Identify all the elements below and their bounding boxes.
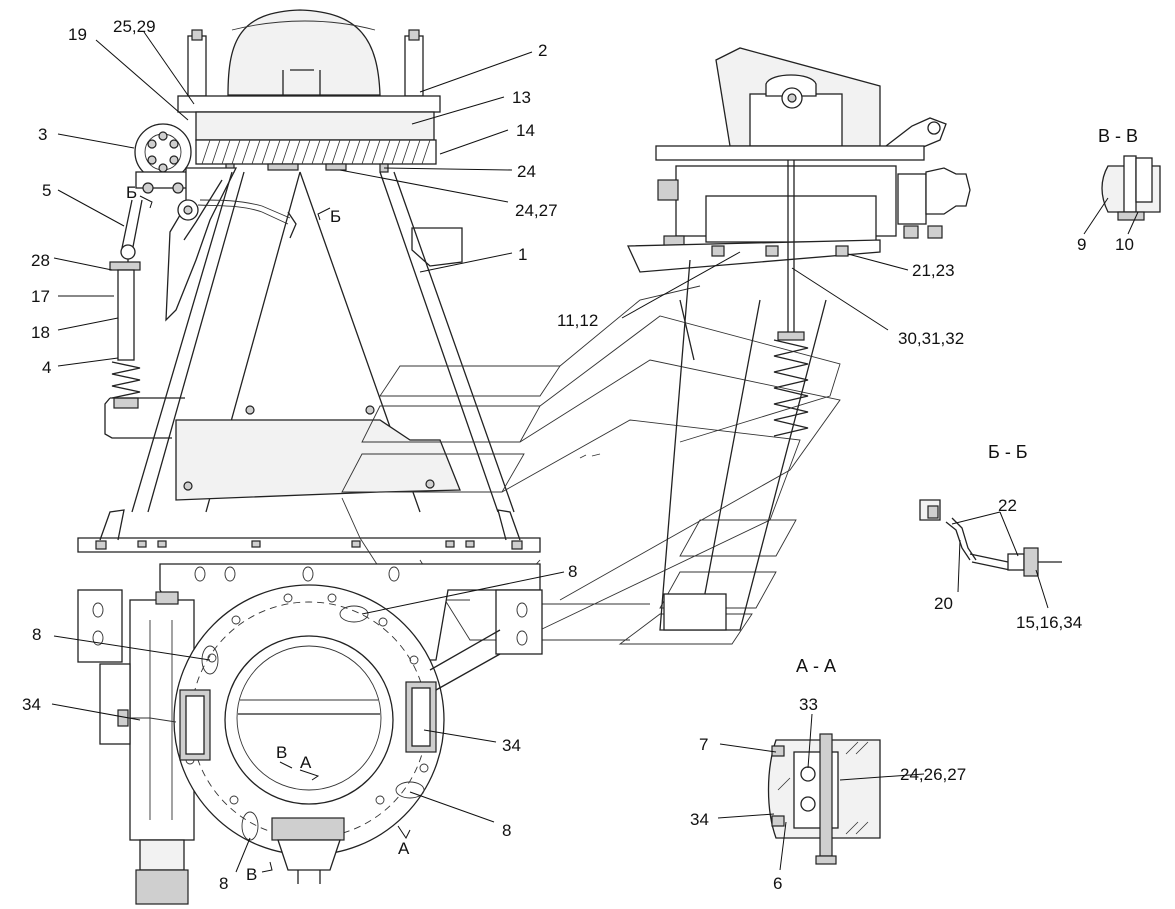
cut-mark-b-left: Б xyxy=(126,183,137,202)
callout-2: 2 xyxy=(538,41,547,60)
cut-mark-v-lower: В xyxy=(246,865,257,884)
callout-22: 22 xyxy=(998,496,1017,515)
callout-8-bottom: 8 xyxy=(219,874,228,893)
cut-mark-a-upper: А xyxy=(300,753,312,772)
callout-21-23: 21,23 xyxy=(912,261,955,280)
section-bb-detail xyxy=(919,499,1062,577)
callout-33: 33 xyxy=(799,695,818,714)
section-title-bb: Б - Б xyxy=(988,442,1028,462)
callout-8-right: 8 xyxy=(502,821,511,840)
callout-9: 9 xyxy=(1077,235,1086,254)
callout-labels: 19 25,29 2 13 3 14 24 24,27 5 28 17 18 4… xyxy=(22,17,1134,893)
callout-18: 18 xyxy=(31,323,50,342)
callout-13: 13 xyxy=(512,88,531,107)
callout-19: 19 xyxy=(68,25,87,44)
leader-lines xyxy=(51,31,1139,873)
cut-mark-symbols xyxy=(139,195,411,873)
callout-7: 7 xyxy=(699,735,708,754)
callout-6: 6 xyxy=(773,874,782,893)
callout-8-left: 8 xyxy=(32,625,41,644)
cut-mark-letters: Б Б В А А В xyxy=(126,183,410,884)
section-vv-detail xyxy=(1101,155,1161,221)
section-title-vv: В - В xyxy=(1098,126,1138,146)
callout-24-27: 24,27 xyxy=(515,201,558,220)
cut-mark-a-lower: А xyxy=(398,839,410,858)
callout-15-16-34: 15,16,34 xyxy=(1016,613,1082,632)
callout-3: 3 xyxy=(38,125,47,144)
callout-24-26-27: 24,26,27 xyxy=(900,765,966,784)
callout-8-upper: 8 xyxy=(568,562,577,581)
callout-34-left: 34 xyxy=(22,695,41,714)
callout-25-29: 25,29 xyxy=(113,17,156,36)
callout-30-31-32: 30,31,32 xyxy=(898,329,964,348)
callout-34-section: 34 xyxy=(690,810,709,829)
callout-1: 1 xyxy=(518,245,527,264)
callout-17: 17 xyxy=(31,287,50,306)
section-aa-detail xyxy=(767,733,881,865)
callout-24: 24 xyxy=(517,162,536,181)
callout-34-right: 34 xyxy=(502,736,521,755)
callout-20: 20 xyxy=(934,594,953,613)
callout-28: 28 xyxy=(31,251,50,270)
drive-assembly xyxy=(626,47,971,631)
main-frame-assembly xyxy=(77,9,541,553)
explode-guide-lines xyxy=(341,285,841,645)
section-title-aa: А - А xyxy=(796,656,836,676)
section-titles: В - В Б - Б А - А xyxy=(796,126,1138,676)
cut-mark-b-right: Б xyxy=(330,207,341,226)
cut-mark-v-upper: В xyxy=(276,743,287,762)
callout-10: 10 xyxy=(1115,235,1134,254)
callout-5: 5 xyxy=(42,181,51,200)
ring-assembly xyxy=(77,563,543,905)
callout-11-12: 11,12 xyxy=(557,311,598,330)
callout-4: 4 xyxy=(42,358,51,377)
callout-14: 14 xyxy=(516,121,535,140)
